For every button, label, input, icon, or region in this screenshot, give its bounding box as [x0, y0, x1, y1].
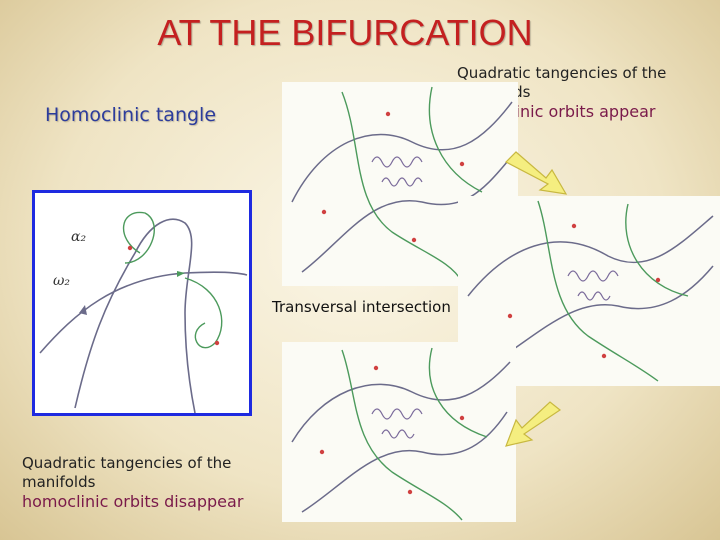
arrow-down-left-icon — [504, 400, 564, 452]
bottom-caption-line1: Quadratic tangencies of the manifolds — [22, 454, 232, 491]
arrow-down-right-icon — [502, 148, 572, 198]
omega-label: ω₂ — [53, 273, 70, 289]
homoclinic-tangle-heading: Homoclinic tangle — [45, 104, 217, 126]
transversal-caption: Transversal intersection — [272, 298, 451, 316]
bottom-caption-line2: homoclinic orbits disappear — [22, 492, 244, 511]
tangency-disappear-figure — [282, 342, 516, 522]
slide-title: AT THE BIFURCATION — [157, 12, 533, 53]
alpha-label: α₂ — [71, 229, 86, 245]
bottom-caption: Quadratic tangencies of the manifolds ho… — [22, 454, 282, 511]
homoclinic-tangle-figure: α₂ ω₂ — [32, 190, 252, 416]
